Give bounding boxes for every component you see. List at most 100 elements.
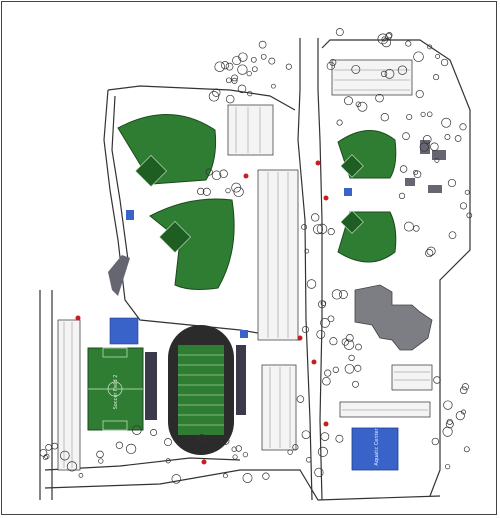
main-building [354,284,433,351]
ball-field-southwest-infield [159,221,191,253]
tree-icon [212,88,221,97]
tree-icon [311,213,320,222]
tree-icon [431,437,439,446]
tree-icon [231,182,242,193]
tree-icon [442,426,453,437]
tree-icon [444,463,451,470]
tree-icon [444,134,451,140]
east-cluster-buildings [405,140,446,193]
buildings: Aquatic Center [108,140,446,471]
tree-icon [430,142,439,152]
tree-icon [381,36,387,42]
tree-icon [377,33,389,45]
parking-lot-aquatic [339,401,431,418]
tree-icon [331,289,343,300]
tree-icon [464,189,470,195]
parking-lot-east-mid [391,364,433,391]
tree-icon [348,354,355,362]
parking-marker-icon [323,421,329,427]
tree-icon [78,473,84,478]
tree-icon [352,380,359,388]
tree-icon [287,449,293,455]
ball-field-east-bottom-infield [340,210,364,234]
tree-icon [301,325,310,334]
tree-icon [225,94,235,104]
tree-icon [238,52,248,62]
tree-icon [326,61,335,71]
tree-icon [306,279,317,289]
tree-icon [335,434,344,443]
tree-icon [316,329,326,339]
stadium-bleachers-west [145,352,157,420]
tree-icon [398,192,406,200]
tree-icon [208,91,220,102]
tree-icon [314,467,324,478]
tree-icon [332,366,339,373]
tree-icon [441,117,452,128]
trees [39,28,473,484]
tree-icon [237,64,248,75]
ball-field-southwest [149,198,235,290]
tree-icon [433,376,441,384]
tree-icon [327,228,335,236]
tree-icon [125,443,137,455]
tree-icon [251,66,258,73]
tree-icon [232,55,242,66]
tree-icon [355,343,362,351]
roads [39,38,471,501]
tree-icon [466,212,473,219]
tree-icon [237,84,247,94]
tree-icon [413,169,419,175]
tree-icon [260,53,267,60]
tree-icon [301,224,308,231]
soccer-field-label: Soccer Field 2 [113,375,119,410]
tree-icon [397,65,408,75]
tree-icon [413,51,424,62]
tree-icon [285,63,292,70]
tree-icon [262,472,270,480]
tree-icon [231,74,239,82]
tree-icon [459,202,468,210]
tree-icon [205,168,213,176]
tree-icon [304,248,310,254]
tree-icon [320,318,330,328]
tree-icon [435,53,441,59]
parking-stripes [63,69,430,468]
tree-icon [45,444,52,451]
parking-marker-icon [311,359,317,365]
aquatic-center-building [351,427,399,471]
tree-icon [42,455,48,461]
tree-icon [225,77,232,84]
tree-icon [219,169,228,179]
tree-icon [448,231,457,240]
tree-icon [324,369,332,377]
tree-icon [296,395,305,403]
tree-icon [375,93,384,103]
tree-icon [443,400,453,410]
tree-icon [320,432,330,441]
tree-icon [446,418,453,425]
tree-icon [386,32,393,39]
tree-icon [322,376,331,386]
tree-icon [461,409,466,415]
tree-icon [434,157,440,163]
tree-icon [96,450,104,459]
red-markers [75,160,329,465]
tree-icon [341,338,349,346]
tree-icon [402,132,410,140]
parking-marker-icon [75,315,81,321]
tree-icon [165,458,171,464]
parking-lot-east-top [331,59,413,96]
parking-lot-west [57,319,81,471]
ball-field-east-top-infield [340,154,364,178]
tree-icon [232,454,238,460]
tree-icon [211,170,222,181]
tree-icon [246,70,252,77]
tree-icon [221,61,230,70]
tree-icon [427,44,433,50]
tree-icon [301,430,311,440]
tree-icon [422,135,432,144]
tree-icon [316,223,328,235]
tree-icon [445,420,454,429]
